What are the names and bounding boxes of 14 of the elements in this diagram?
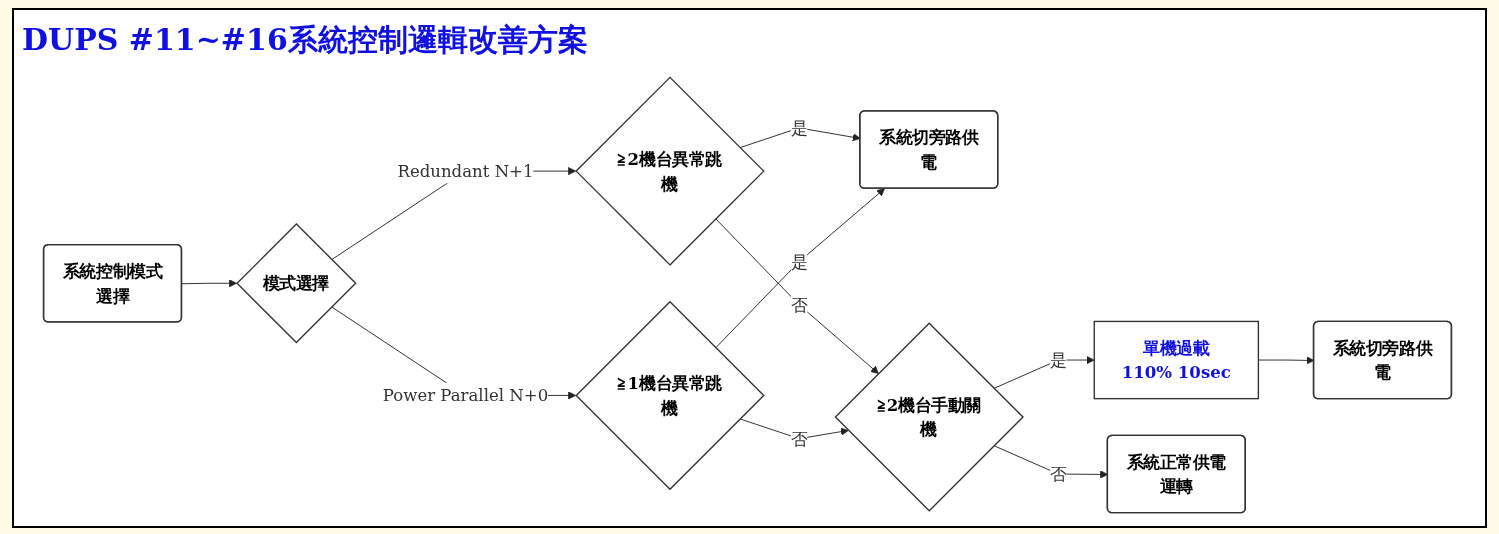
node-diamond: ≧2機台異常跳機 (575, 76, 765, 266)
title: DUPS #11~#16系統控制邏輯改善方案 (22, 21, 588, 59)
edge-label: Power Parallel N+0 (382, 385, 549, 406)
edge-label: 否 (790, 428, 808, 449)
edge-label: Redundant N+1 (397, 161, 534, 181)
node-diamond: 模式選擇 (236, 223, 357, 344)
edge-label: 是 (1050, 350, 1067, 370)
node-diamond: ≧1機台異常跳機 (575, 300, 765, 491)
node-box: 單機過載 110% 10sec (1093, 320, 1260, 400)
edge-label: 是 (790, 118, 808, 138)
node-diamond: ≧2機台手動關機 (834, 322, 1024, 512)
edge-label: 否 (1050, 464, 1067, 484)
edge-label: 是 (790, 252, 808, 272)
edge-label: 否 (790, 295, 808, 315)
